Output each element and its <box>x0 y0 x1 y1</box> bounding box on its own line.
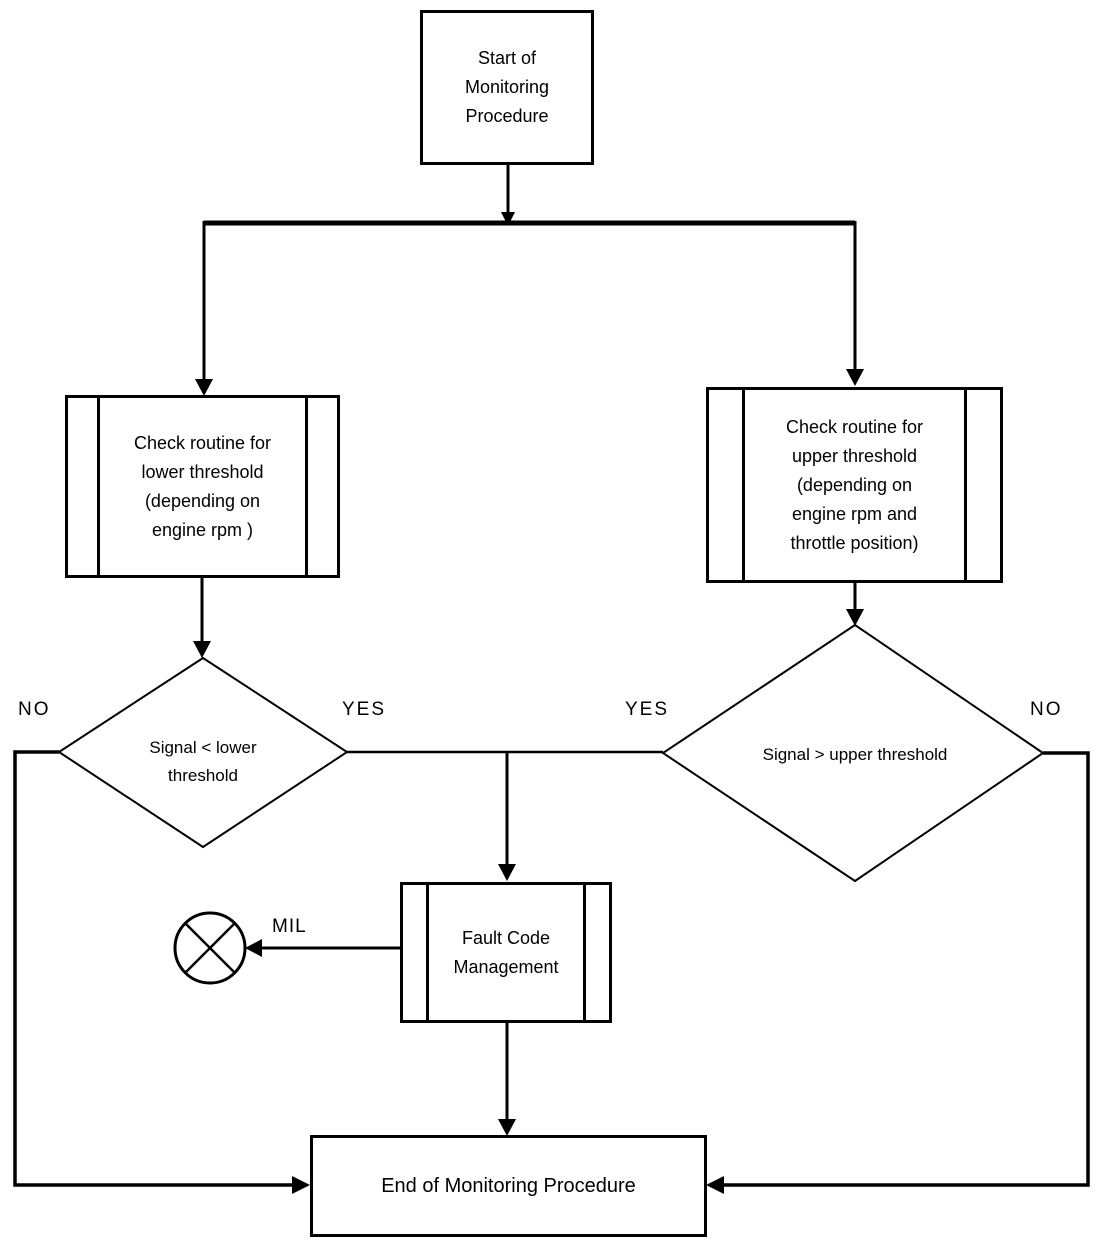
edge-no-right <box>724 751 1090 1187</box>
node-end: End of Monitoring Procedure <box>310 1135 707 1237</box>
node-start: Start of Monitoring Procedure <box>420 10 594 165</box>
arrow-into-decision-lower <box>193 641 211 658</box>
arrow-into-fault <box>498 864 516 881</box>
mil-label: MIL <box>272 916 307 937</box>
node-start-label: Start of Monitoring Procedure <box>464 48 550 126</box>
predefined-process-bar <box>583 885 586 1020</box>
decision-upper-diamond <box>661 623 1045 883</box>
arrow-into-end-left <box>292 1176 310 1194</box>
predefined-process-bar <box>305 398 308 575</box>
predefined-process-bar <box>742 390 745 580</box>
edge-label-yes-left: YES <box>342 699 387 720</box>
decision-lower-diamond <box>57 656 349 849</box>
edge-label-yes-right: YES <box>625 699 670 720</box>
arrow-into-end-top <box>498 1119 516 1136</box>
predefined-process-bar <box>97 398 100 575</box>
decision-upper-label: Signal > upper threshold <box>762 745 948 764</box>
arrow-into-check-upper <box>846 369 864 386</box>
node-end-label: End of Monitoring Procedure <box>381 1174 636 1197</box>
edge-label-no-right: NO <box>1030 699 1063 720</box>
mil-lamp-cross-2 <box>184 922 236 974</box>
node-check-upper-threshold: Check routine for upper threshold (depen… <box>706 387 1003 583</box>
node-fault-code-management: Fault Code Management <box>400 882 612 1023</box>
predefined-process-bar <box>426 885 429 1020</box>
arrow-into-check-lower <box>195 379 213 396</box>
decision-lower-label: Signal < lower threshold <box>149 738 257 785</box>
arrow-into-decision-upper <box>846 609 864 626</box>
node-check-lower-label: Check routine for lower threshold (depen… <box>133 432 272 540</box>
edge-label-no-left: NO <box>18 699 51 720</box>
edge-no-left <box>13 750 292 1187</box>
arrow-into-mil <box>245 939 262 957</box>
predefined-process-bar <box>964 390 967 580</box>
node-fault-label: Fault Code Management <box>453 927 559 977</box>
branch-junction-arrow <box>501 212 515 226</box>
node-check-upper-label: Check routine for upper threshold (depen… <box>785 416 924 553</box>
arrow-into-end-right <box>706 1176 724 1194</box>
node-check-lower-threshold: Check routine for lower threshold (depen… <box>65 395 340 578</box>
